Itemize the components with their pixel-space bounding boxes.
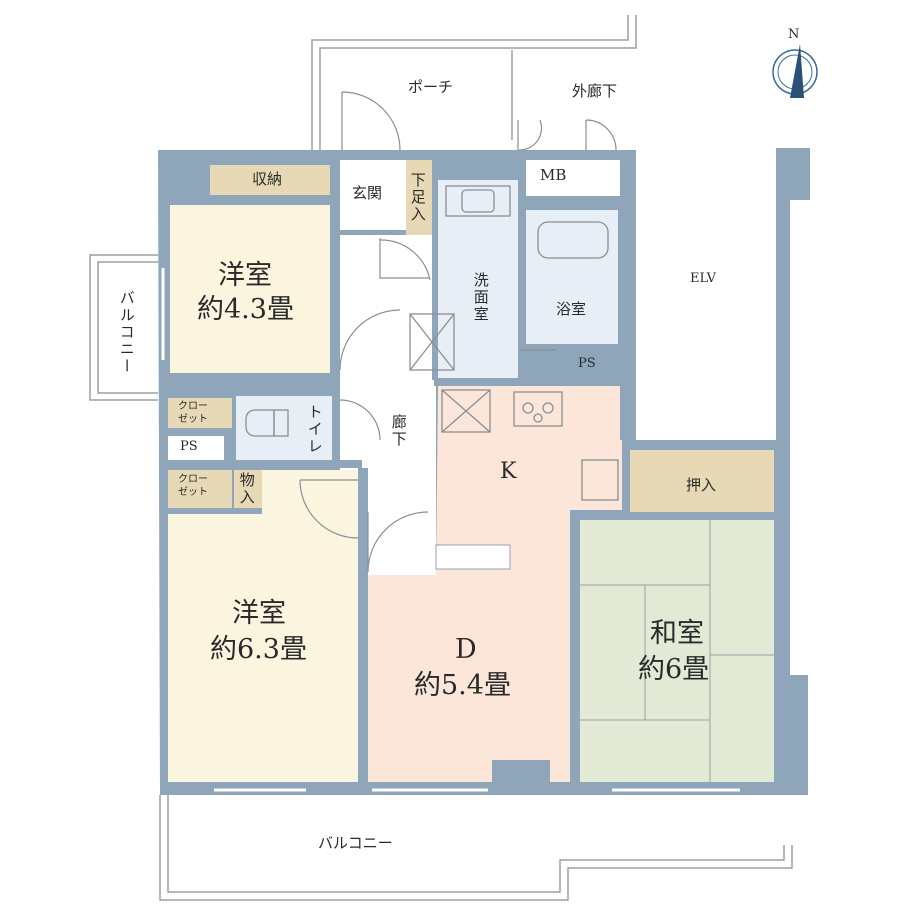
shoe-box-label: 下足入	[408, 172, 427, 223]
windows	[161, 268, 740, 792]
western1-fill	[170, 205, 330, 373]
hallway-label: 廊下	[389, 414, 408, 448]
tatami-lines	[580, 520, 774, 782]
entrance-fill	[340, 160, 406, 230]
toilet-label: トイレ	[305, 404, 324, 455]
outline-lines	[89, 15, 793, 901]
western1-size: 約4.3畳	[197, 294, 294, 325]
kitchen-dining-fill	[368, 384, 622, 782]
closet2-fill	[168, 470, 232, 508]
western2-name: 洋室	[232, 598, 286, 629]
storage-top-fill	[210, 165, 330, 195]
dining-size: 約5.4畳	[414, 670, 511, 701]
closet1-label: クロー ゼット	[178, 401, 208, 425]
partitions	[160, 150, 776, 782]
kitchen-label: K	[500, 459, 517, 484]
western2-size: 約6.3畳	[210, 634, 307, 665]
ps-bath-label: PS	[578, 356, 596, 371]
bath-fill	[526, 210, 618, 344]
entrance-label: 玄関	[352, 184, 383, 202]
storage-top-label: 収納	[252, 170, 283, 188]
kitchen-island	[435, 544, 511, 570]
toilet-fill	[236, 396, 332, 460]
closet1-fill	[168, 398, 232, 428]
ps-left-label: PS	[180, 439, 198, 454]
western1-name: 洋室	[218, 260, 272, 291]
western2-fill	[168, 470, 358, 782]
mono-ire-label: 物入	[237, 472, 256, 506]
washitsu-name: 和室	[650, 618, 704, 649]
ps-left-fill	[168, 436, 224, 460]
balcony-bottom-label: バルコニー	[318, 834, 393, 852]
outer-corridor-label: 外廊下	[572, 82, 618, 100]
washitsu-fill	[580, 520, 774, 782]
oshiire-fill	[628, 450, 774, 512]
washroom-label: 洗面室	[471, 272, 490, 323]
bath-label: 浴室	[556, 300, 587, 318]
room-fills	[168, 160, 774, 782]
porch-label: ポーチ	[408, 78, 454, 96]
closet2-label: クロー ゼット	[178, 474, 208, 498]
balcony-side-label: バルコニー	[117, 290, 136, 375]
mb-fill	[524, 160, 620, 196]
stove	[513, 391, 563, 427]
door-swings	[299, 91, 617, 573]
compass-icon	[772, 44, 818, 98]
fixtures	[245, 185, 619, 501]
oshiire-label: 押入	[686, 476, 717, 494]
washitsu-size: 約6畳	[638, 654, 710, 685]
bathtub	[537, 221, 609, 259]
mono-ire-fill	[234, 470, 262, 508]
mb-label: MB	[540, 166, 567, 184]
elv-label: ELV	[690, 271, 716, 286]
compass-label: N	[788, 27, 800, 42]
dining-name: D	[455, 634, 477, 665]
shoe-box-fill	[406, 160, 432, 238]
